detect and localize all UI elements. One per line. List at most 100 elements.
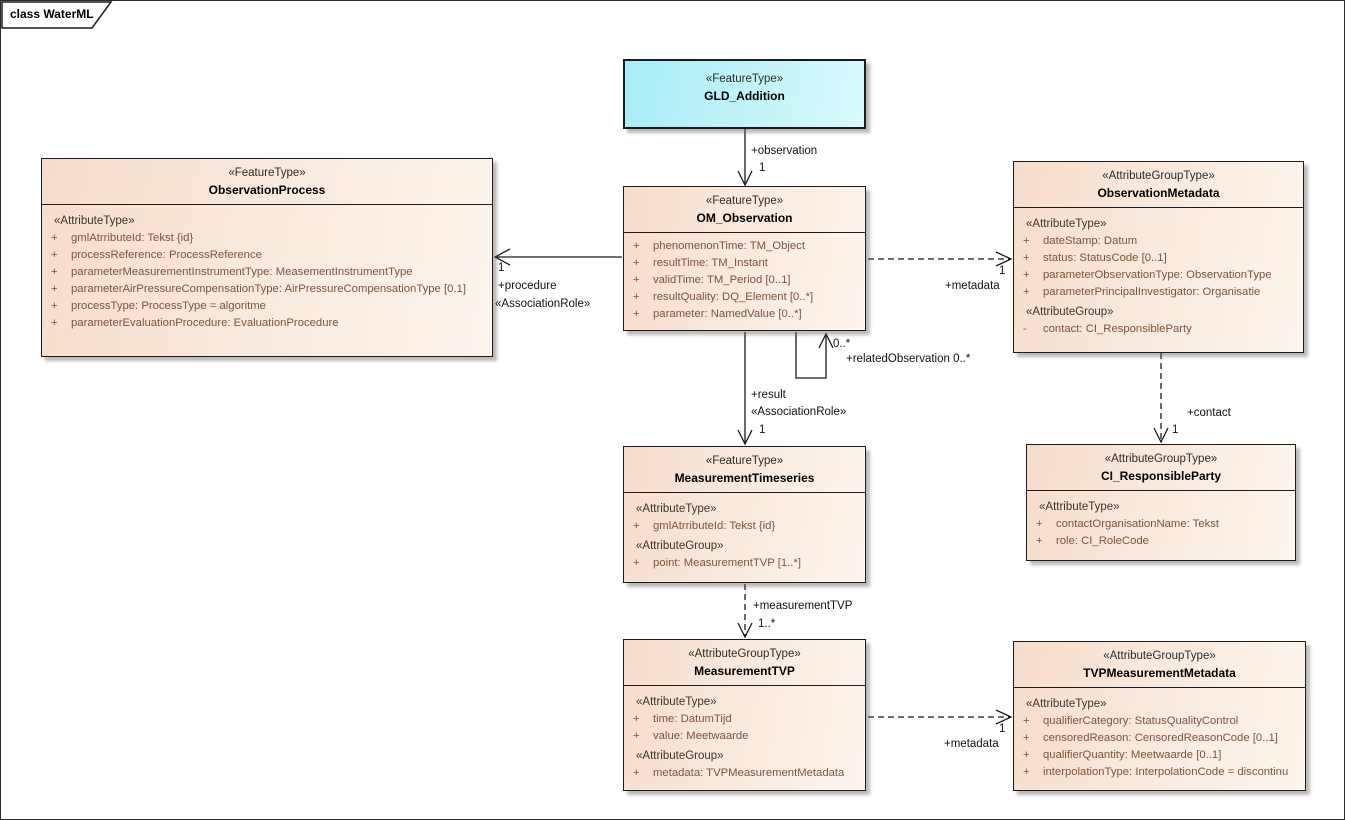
- connector-mult-contact: 1: [1172, 424, 1179, 436]
- visibility-marker: +: [1036, 535, 1043, 547]
- visibility-marker: +: [1023, 286, 1030, 298]
- attribute-row: +phenomenonTime: TM_Object: [624, 238, 865, 255]
- attribute-text: point: MeasurementTVP [1..*]: [653, 557, 801, 569]
- member-stereotype: «AttributeType»: [1026, 218, 1107, 230]
- connector-mult-metadata-tvp: 1: [999, 723, 1006, 735]
- member-stereotype: «AttributeType»: [1026, 698, 1107, 710]
- class-name: CI_ResponsibleParty: [1100, 469, 1222, 483]
- attribute-row: +gmlAtrributeId: Tekst {id}: [624, 518, 865, 535]
- attribute-text: parameterEvaluationProcedure: Evaluation…: [71, 317, 339, 329]
- attribute-row: + contactOrganisationName: Tekst: [1027, 516, 1295, 533]
- class-observation-metadata[interactable]: «AttributeGroupType» ObservationMetadata…: [1013, 161, 1304, 353]
- class-name: TVPMeasurementMetadata: [1083, 666, 1236, 680]
- class-name: MeasurementTimeseries: [674, 471, 815, 485]
- attribute-text: contact: CI_ResponsibleParty: [1043, 323, 1192, 335]
- connector-mult-procedure: 1: [498, 262, 505, 274]
- attribute-text: parameterPrincipalInvestigator: Organisa…: [1043, 286, 1261, 298]
- attribute-text: gmlAtrributeId: Tekst {id}: [71, 232, 194, 244]
- class-ci-responsibleparty[interactable]: «AttributeGroupType» CI_ResponsibleParty…: [1026, 444, 1296, 561]
- attribute-text: value: Meetwaarde: [653, 730, 749, 742]
- visibility-marker: +: [633, 713, 640, 725]
- class-observation-process[interactable]: «FeatureType» ObservationProcess «Attrib…: [41, 158, 493, 357]
- connector-stereotype-procedure: «AssociationRole»: [495, 298, 591, 310]
- member-stereotype: «AttributeType»: [1039, 501, 1120, 513]
- attribute-row: + parameterMeasurementInstrumentType: Mea…: [42, 264, 492, 281]
- member-stereotype: «AttributeType»: [636, 503, 717, 515]
- visibility-marker: -: [1023, 323, 1027, 335]
- class-stereotype: «FeatureType»: [705, 195, 784, 207]
- connector-role-metadata: +metadata: [945, 280, 1000, 292]
- attribute-row: +dateStamp: Datum: [1014, 233, 1303, 250]
- class-attributes: «AttributeType» + qualifierCategory: Statu…: [1014, 687, 1305, 785]
- class-attributes: «AttributeType»+gmlAtrributeId: Tekst {i…: [624, 492, 865, 576]
- attribute-text: qualifierQuantity: Meetwaarde [0..1]: [1043, 749, 1222, 761]
- class-stereotype: «FeatureType»: [705, 73, 784, 85]
- connector-mult-measurementtvp: 1..*: [758, 618, 776, 630]
- visibility-marker: +: [1036, 518, 1043, 530]
- visibility-marker: +: [51, 317, 58, 329]
- visibility-marker: +: [51, 249, 58, 261]
- connector-role-metadata-tvp: +metadata: [944, 738, 999, 750]
- visibility-marker: +: [633, 257, 640, 269]
- class-attributes: «AttributeType» + time: DatumTijd + value: M…: [624, 685, 865, 786]
- member-stereotype: «AttributeGroup»: [636, 540, 724, 552]
- attribute-text: dateStamp: Datum: [1043, 235, 1138, 247]
- attribute-row: + resultTime: TM_Instant: [624, 255, 865, 272]
- attribute-text: parameterObservationType: ObservationTyp…: [1043, 269, 1272, 281]
- class-name: OM_Observation: [696, 211, 793, 225]
- class-tvp-measurement-metadata[interactable]: «AttributeGroupType» TVPMeasurementMetad…: [1013, 641, 1306, 791]
- visibility-marker: +: [51, 300, 58, 312]
- class-stereotype: «AttributeGroupType»: [1104, 453, 1218, 465]
- visibility-marker: +: [51, 283, 58, 295]
- diagram-tab-label: class WaterML: [10, 7, 94, 21]
- visibility-marker: +: [633, 240, 640, 252]
- attribute-row: +metadata: TVPMeasurementMetadata: [624, 765, 865, 782]
- attribute-text: gmlAtrributeId: Tekst {id}: [653, 520, 776, 532]
- class-gld-addition[interactable]: «FeatureType» GLD_Addition: [623, 59, 866, 129]
- visibility-marker: +: [633, 557, 640, 569]
- class-attributes: «AttributeType»+dateStamp: Datum+status:…: [1014, 207, 1303, 342]
- connector-role-relatedobservation: +relatedObservation 0..*: [846, 353, 971, 365]
- class-om-observation[interactable]: «FeatureType» OM_Observation +phenomenon…: [623, 186, 866, 331]
- attribute-text: qualifierCategory: StatusQualityControl: [1043, 715, 1239, 727]
- attribute-text: parameter: NamedValue [0..*]: [653, 308, 802, 320]
- attribute-row: + parameter: NamedValue [0..*]: [624, 306, 865, 323]
- visibility-marker: +: [1023, 766, 1030, 778]
- attribute-row: + qualifierCategory: StatusQualityControl: [1014, 713, 1305, 730]
- attribute-text: parameterMeasurementInstrumentType: Meas…: [71, 266, 413, 278]
- class-stereotype: «FeatureType»: [228, 167, 306, 179]
- class-stereotype: «FeatureType»: [705, 455, 784, 467]
- connector-role-measurementtvp: +measurementTVP: [753, 600, 853, 612]
- member-stereotype: «AttributeGroup»: [1026, 306, 1114, 318]
- member-stereotype: «AttributeType»: [636, 696, 717, 708]
- attribute-row: + gmlAtrributeId: Tekst {id}: [42, 230, 492, 247]
- visibility-marker: +: [633, 767, 640, 779]
- visibility-marker: +: [633, 308, 640, 320]
- connector-mult-metadata: 1: [999, 265, 1006, 277]
- attribute-row: +parameterAirPressureCompensationType: A…: [42, 281, 492, 298]
- attribute-row: + point: MeasurementTVP [1..*]: [624, 555, 865, 572]
- connector-mult-observation: 1: [759, 162, 766, 174]
- class-measurement-tvp[interactable]: «AttributeGroupType» MeasurementTVP «Att…: [623, 639, 866, 791]
- attribute-text: processReference: ProcessReference: [71, 249, 262, 261]
- connector-role-procedure: +procedure: [498, 280, 557, 292]
- class-measurement-timeseries[interactable]: «FeatureType» MeasurementTimeseries «Att…: [623, 446, 866, 583]
- attribute-text: resultQuality: DQ_Element [0..*]: [653, 291, 814, 303]
- attribute-text: resultTime: TM_Instant: [653, 257, 768, 269]
- visibility-marker: +: [1023, 749, 1030, 761]
- attribute-text: status: StatusCode [0..1]: [1043, 252, 1167, 264]
- class-stereotype: «AttributeGroupType»: [688, 648, 801, 660]
- visibility-marker: +: [51, 266, 58, 278]
- member-stereotype: «AttributeType»: [54, 215, 135, 227]
- visibility-marker: +: [1023, 715, 1030, 727]
- attribute-row: +role: CI_RoleCode: [1027, 533, 1295, 550]
- visibility-marker: +: [51, 232, 58, 244]
- attribute-text: time: DatumTijd: [653, 713, 732, 725]
- visibility-marker: +: [1023, 269, 1030, 281]
- attribute-row: + processType: ProcessType = algoritme: [42, 298, 492, 315]
- attribute-text: processType: ProcessType = algoritme: [71, 300, 266, 312]
- class-attributes: «AttributeType» + gmlAtrributeId: Tekst {i…: [42, 204, 492, 336]
- visibility-marker: +: [1023, 252, 1030, 264]
- connector-role-observation: +observation: [751, 145, 818, 157]
- attribute-text: contactOrganisationName: Tekst: [1056, 518, 1220, 530]
